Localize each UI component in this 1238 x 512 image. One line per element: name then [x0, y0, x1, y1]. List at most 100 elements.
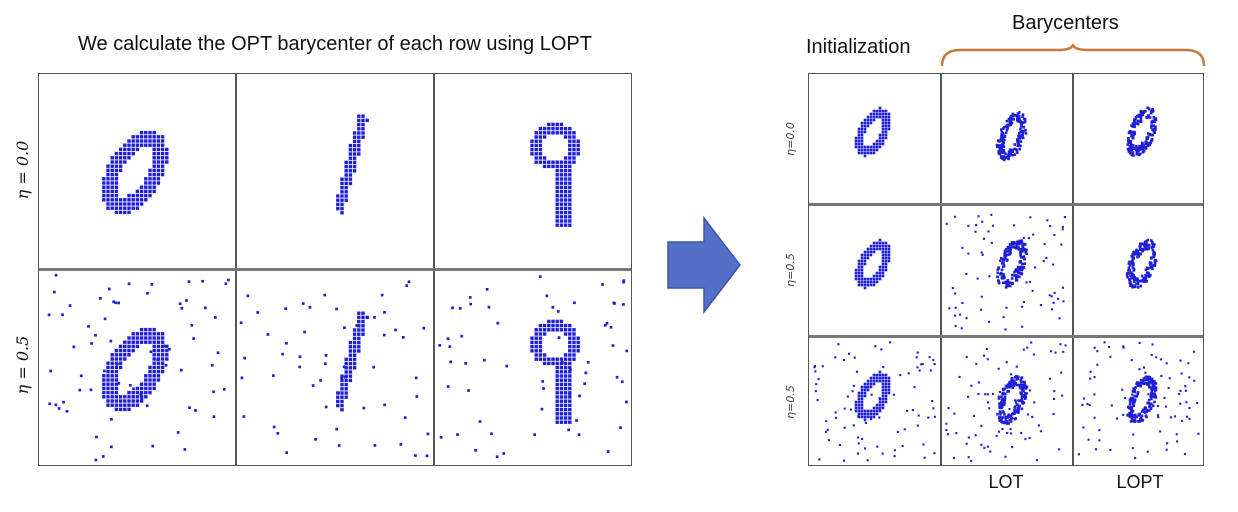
barycenter-point: [1150, 397, 1153, 401]
barycenter-point: [1153, 260, 1157, 264]
digit-point: [340, 387, 344, 391]
digit-point: [563, 374, 568, 378]
digit-point: [542, 126, 547, 131]
left-cell-r0-c1: [237, 74, 434, 269]
barycenter-point: [1132, 154, 1135, 157]
barycenter-point: [1140, 414, 1144, 418]
digit-point: [165, 147, 169, 152]
barycenter-point: [1000, 257, 1003, 260]
barycenter-point: [1000, 268, 1004, 272]
noise-point: [1031, 289, 1034, 292]
digit-point: [123, 403, 127, 407]
digit-point: [348, 366, 353, 370]
noise-point: [266, 333, 270, 336]
noise-point: [857, 436, 860, 439]
digit-point: [568, 403, 572, 408]
digit-point: [878, 142, 882, 146]
barycenter-point: [1148, 261, 1152, 264]
noise-point: [99, 297, 102, 300]
digit-point: [881, 241, 885, 245]
digit-point: [110, 395, 114, 399]
digit-point: [878, 277, 882, 281]
digit-point: [863, 118, 867, 122]
noise-point: [1025, 281, 1028, 284]
noise-point: [1093, 416, 1096, 419]
barycenter-point: [1128, 407, 1132, 410]
digit-point: [156, 177, 161, 181]
noise-point: [1015, 365, 1018, 368]
digit-point: [568, 126, 572, 131]
digit-point: [357, 152, 361, 156]
digit-point: [875, 244, 879, 248]
digit-point: [863, 250, 867, 254]
digit-point: [559, 382, 564, 387]
noise-point: [991, 224, 994, 227]
digit-point: [860, 280, 864, 284]
barycenter-point: [1019, 392, 1023, 396]
digit-point: [555, 164, 559, 169]
digit-point: [110, 189, 114, 194]
digit-point: [110, 168, 114, 173]
noise-point: [140, 397, 144, 401]
digit-point: [538, 126, 543, 131]
noise-point: [933, 363, 936, 366]
barycenter-point: [1017, 271, 1020, 275]
noise-point: [1167, 386, 1170, 389]
noise-point: [1045, 256, 1048, 259]
digit-point: [160, 156, 165, 160]
barycenter-point: [1154, 259, 1158, 262]
digit-point: [869, 376, 873, 380]
left-cell-r1-c0: [39, 271, 236, 465]
digit-point: [555, 386, 559, 391]
digit-zero-clean: [102, 130, 169, 215]
digit-point: [860, 274, 864, 278]
noise-point: [1108, 345, 1111, 348]
digit-point: [160, 369, 165, 374]
digit-point: [878, 238, 882, 242]
digit-point: [878, 268, 882, 272]
init-clean: [854, 238, 891, 290]
digit-point: [135, 135, 140, 139]
digit-point: [875, 280, 879, 284]
noise-point: [1175, 433, 1178, 436]
digit-point: [555, 219, 559, 223]
digit-point: [572, 147, 576, 152]
digit-point: [152, 143, 156, 147]
noise-point: [1021, 325, 1024, 328]
noise-point: [123, 345, 126, 348]
digit-point: [576, 344, 580, 349]
digit-point: [118, 407, 123, 412]
digit-point: [872, 145, 876, 149]
barycenter-point: [1015, 245, 1018, 248]
barycenter-point: [1142, 144, 1145, 147]
right-cell-lopt-r0: [1074, 74, 1203, 203]
lot-barycenter-noisy: [945, 341, 1067, 462]
digit-point: [534, 143, 538, 148]
digit-point: [131, 403, 135, 407]
noise-point: [1049, 225, 1052, 228]
digit-point: [148, 327, 152, 332]
digit-point: [118, 365, 123, 370]
digit-point: [887, 376, 891, 380]
barycenter-point: [1151, 385, 1154, 389]
noise-point: [311, 384, 315, 387]
digit-point: [857, 145, 861, 149]
digit-point: [872, 409, 876, 413]
barycenter-point: [1007, 246, 1010, 250]
digit-point: [165, 348, 169, 353]
noise-point: [324, 362, 327, 366]
digit-point: [863, 262, 867, 266]
barycenter-point: [1000, 128, 1003, 131]
digit-point: [114, 206, 119, 210]
barycenter-point: [1131, 419, 1135, 422]
digit-point: [878, 241, 882, 245]
left-cell-r0-c0: [39, 74, 236, 269]
barycenter-point: [1017, 407, 1020, 411]
digit-point: [344, 194, 348, 198]
digit-point: [152, 344, 156, 349]
barycenter-point: [1148, 143, 1151, 147]
noise-point: [603, 324, 607, 327]
digit-point: [148, 340, 152, 344]
barycenter-point: [1006, 279, 1010, 282]
barycenter-point: [1023, 397, 1027, 400]
